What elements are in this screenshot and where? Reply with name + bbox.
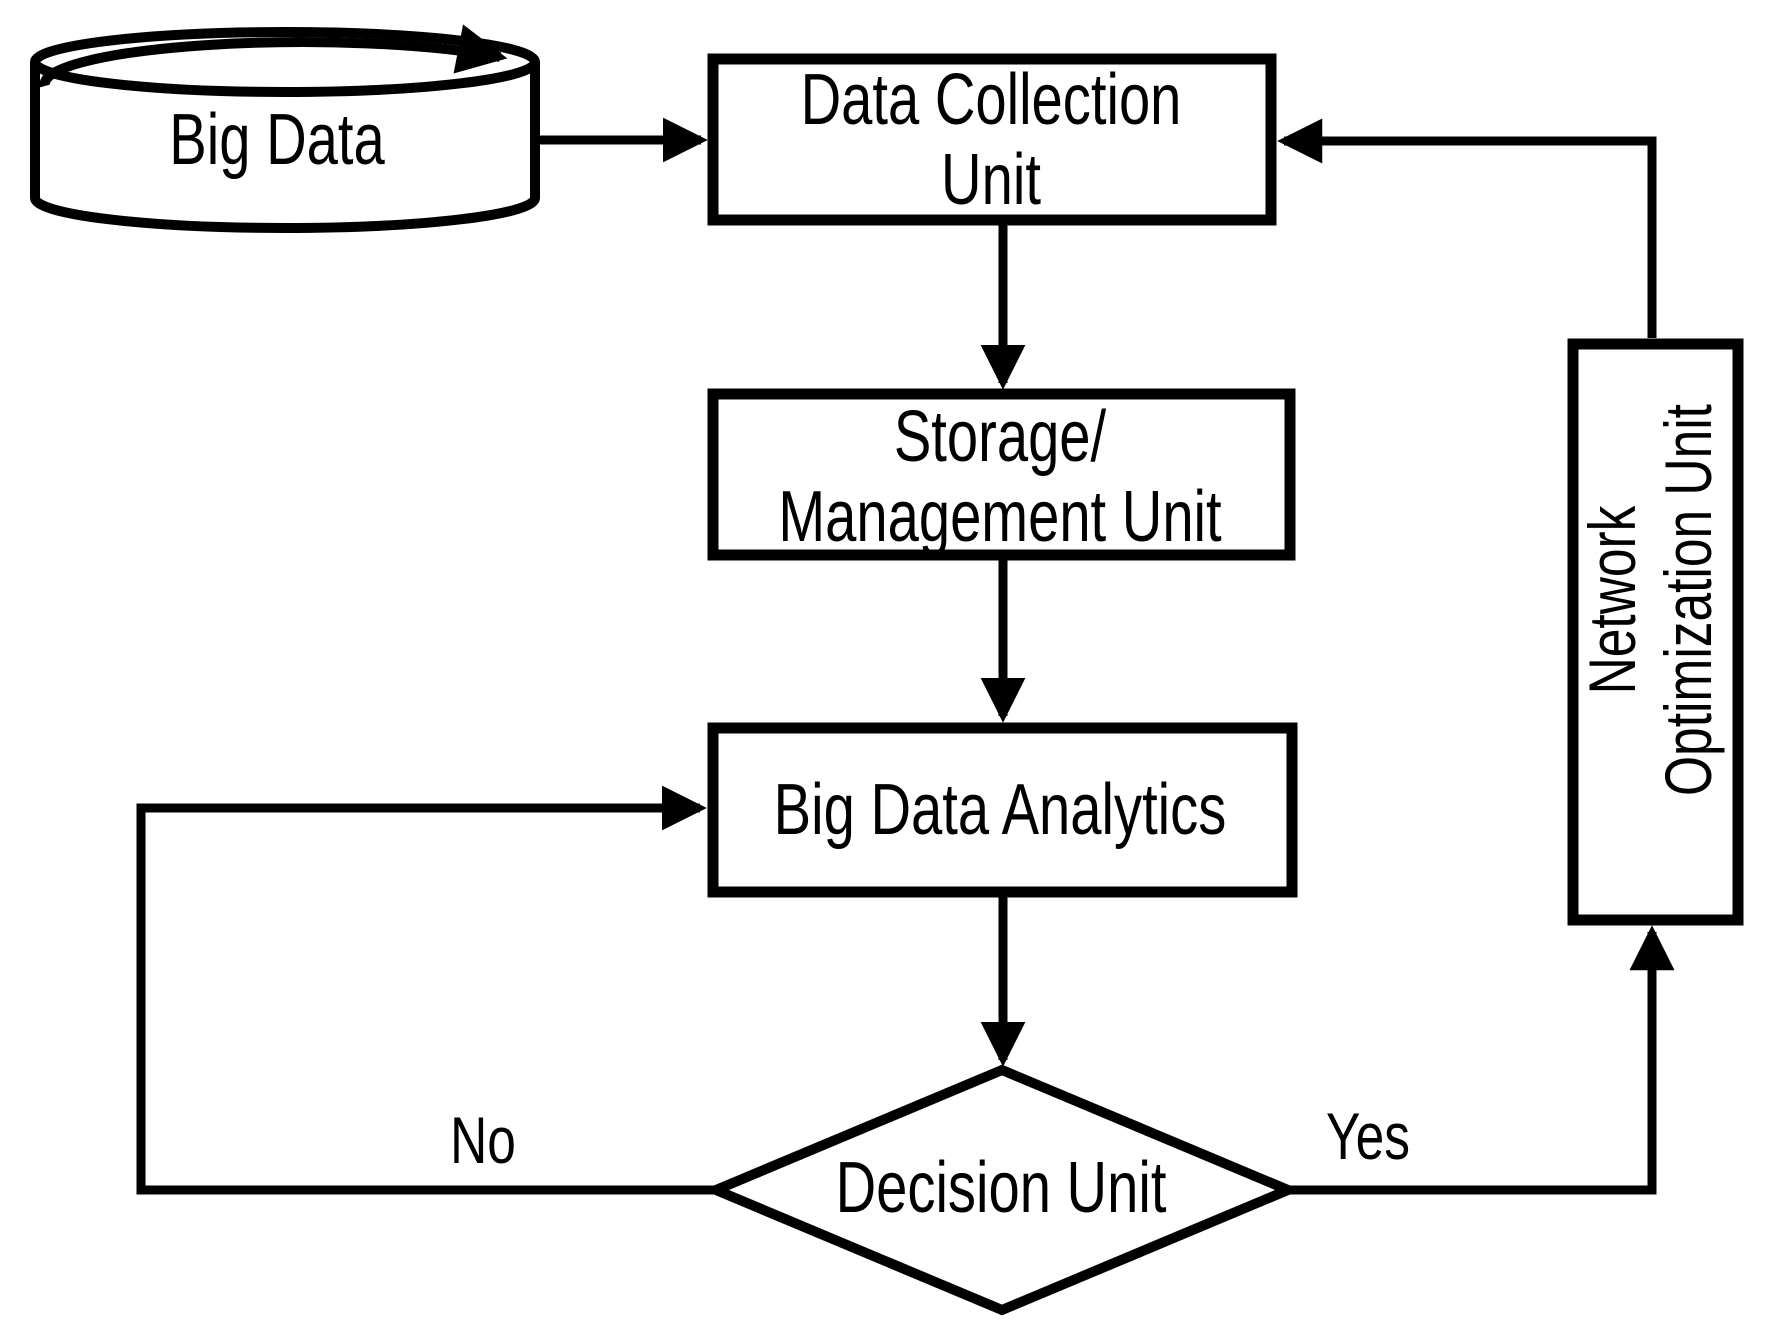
arrow-decision-yes-to-optimization: [1288, 925, 1675, 1195]
decision-no-label: No: [450, 1103, 516, 1177]
cylinder-rotation-arrow: [39, 24, 508, 88]
data-collection-unit-label-line1: Data Collection: [800, 60, 1182, 140]
decision-yes-label: Yes: [1326, 1099, 1410, 1173]
big-data-cylinder: [30, 24, 540, 233]
network-optimization-unit-label: Network Optimization Unit: [1574, 404, 1726, 796]
decision-unit-label: Decision Unit: [835, 1148, 1167, 1228]
data-collection-unit-label: Data Collection Unit: [801, 60, 1182, 220]
storage-management-unit-label: Storage/ Management Unit: [778, 397, 1221, 557]
storage-management-unit-label-line2: Management Unit: [778, 477, 1222, 557]
data-collection-unit-label-line2: Unit: [941, 140, 1041, 220]
big-data-label: Big Data: [169, 100, 385, 180]
network-optimization-unit-label-line2: Optimization Unit: [1651, 404, 1725, 796]
network-optimization-unit-box: [1567, 338, 1744, 926]
arrow-optimization-to-collection: [1277, 118, 1657, 338]
storage-management-unit-label-line1: Storage/: [893, 397, 1107, 477]
data-collection-unit-box: [707, 53, 1277, 226]
big-data-analytics-label: Big Data Analytics: [773, 770, 1227, 850]
big-data-analytics-box: [707, 722, 1298, 898]
cylinder-body: [30, 62, 540, 233]
arrow-decision-no-to-analytics: [136, 785, 716, 1195]
network-optimization-unit-label-line1: Network: [1575, 505, 1649, 695]
storage-management-unit-box: [707, 388, 1296, 561]
decision-diamond: [703, 1064, 1301, 1316]
